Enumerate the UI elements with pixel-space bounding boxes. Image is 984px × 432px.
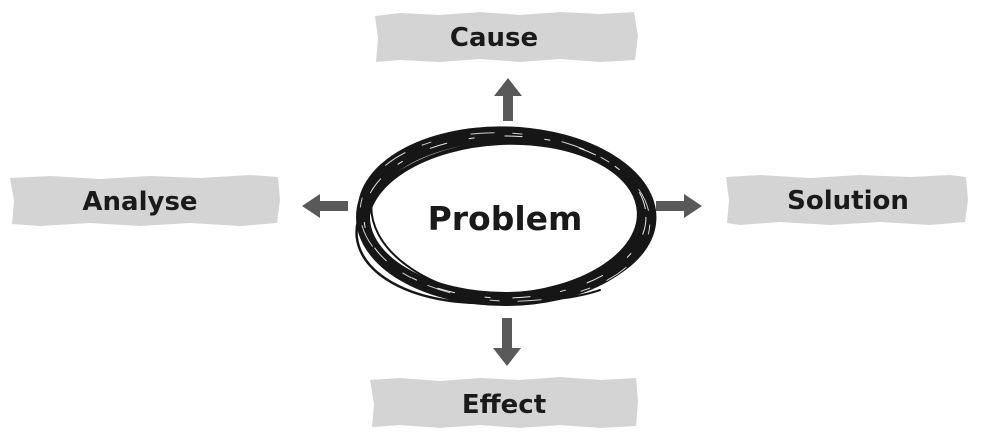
arrow-up-icon xyxy=(494,78,522,121)
effect-node: Effect xyxy=(370,377,638,428)
analyse-label: Analyse xyxy=(82,187,197,217)
cause-box xyxy=(375,12,638,62)
solution-label: Solution xyxy=(787,186,909,216)
analyse-box xyxy=(10,175,280,226)
solution-box xyxy=(726,175,968,225)
cause-label: Cause xyxy=(450,23,538,53)
problem-label: Problem xyxy=(428,199,583,238)
effect-label: Effect xyxy=(462,390,546,420)
arrow-left-icon xyxy=(302,194,348,218)
arrow-right-icon xyxy=(656,194,702,218)
arrow-down-icon xyxy=(493,318,521,366)
solution-node: Solution xyxy=(726,175,968,225)
effect-box xyxy=(370,377,638,428)
cause-node: Cause xyxy=(375,12,638,62)
analyse-node: Analyse xyxy=(10,175,280,226)
brush-ring xyxy=(355,126,657,306)
